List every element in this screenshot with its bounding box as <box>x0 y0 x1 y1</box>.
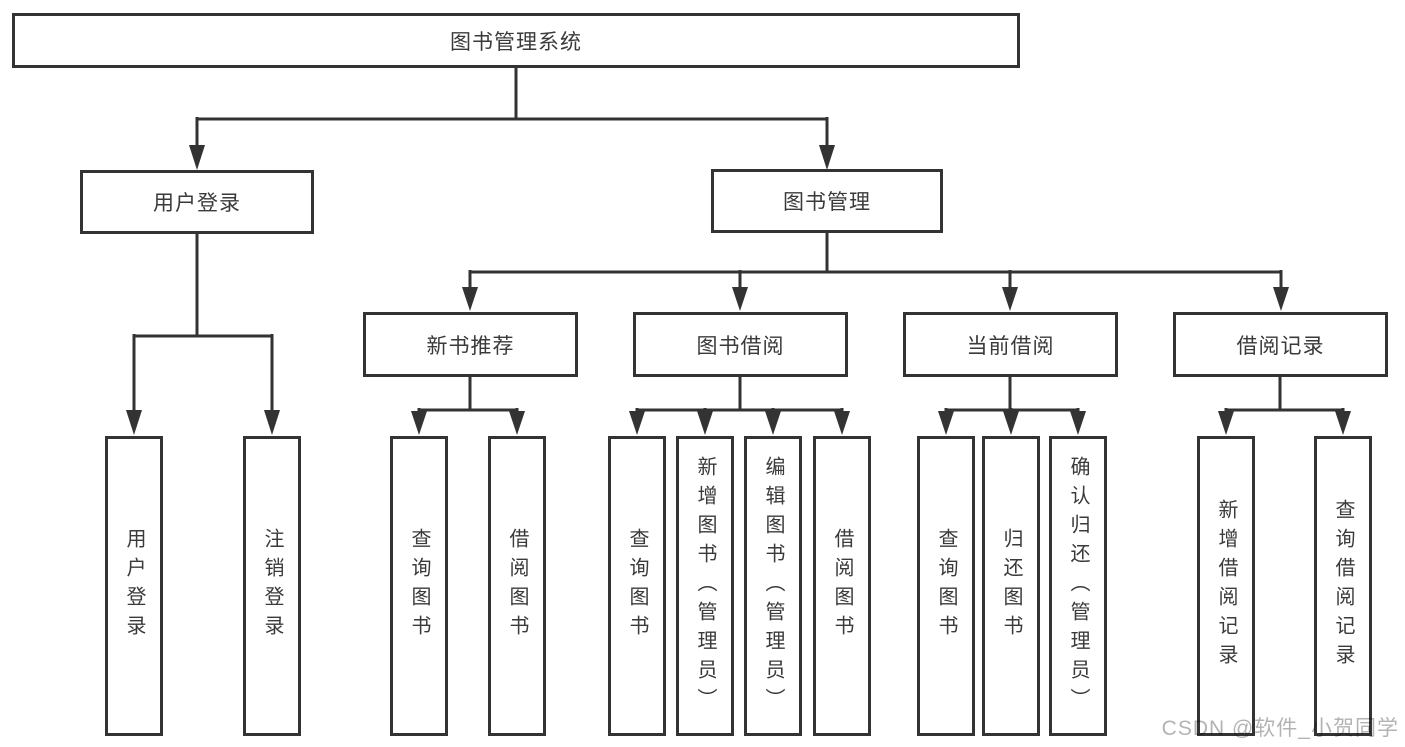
connector-borrow-records-to-leaves <box>1218 377 1351 435</box>
leaf-label: 编辑图书（管理员） <box>762 455 784 717</box>
node-label: 图书借阅 <box>696 334 785 358</box>
leaf-label: 确认归还（管理员） <box>1067 455 1089 717</box>
node-book-borrow: 图书借阅 <box>633 312 848 377</box>
leaf-label: 查询图书 <box>408 528 430 644</box>
connector-book-management-to-level3 <box>462 233 1289 311</box>
node-book-management: 图书管理 <box>711 169 943 233</box>
csdn-watermark: CSDN @软件_小贺同学 <box>1161 717 1399 740</box>
leaf-user-login: 用户登录 <box>105 436 163 736</box>
connector-user-login-to-leaves <box>126 234 280 435</box>
leaf-borrow-books: 借阅图书 <box>813 436 871 736</box>
node-library-management-system: 图书管理系统 <box>12 13 1020 68</box>
leaf-label: 归还图书 <box>1000 528 1022 644</box>
leaf-edit-books-admin: 编辑图书（管理员） <box>744 436 802 736</box>
leaf-label: 注销登录 <box>261 528 283 644</box>
leaf-query-books-recommend: 查询图书 <box>390 436 448 736</box>
connector-new-book-recommend-to-leaves <box>411 377 525 435</box>
leaf-label: 查询图书 <box>935 528 957 644</box>
node-user-login: 用户登录 <box>80 170 314 234</box>
leaf-label: 借阅图书 <box>831 528 853 644</box>
node-label: 图书管理 <box>783 191 871 214</box>
leaf-confirm-return-admin: 确认归还（管理员） <box>1049 436 1107 736</box>
leaf-label: 查询借阅记录 <box>1332 499 1354 673</box>
connector-book-borrow-to-leaves <box>629 377 850 435</box>
leaf-add-books-admin: 新增图书（管理员） <box>676 436 734 736</box>
node-label: 用户登录 <box>153 192 241 215</box>
leaf-logout: 注销登录 <box>243 436 301 736</box>
node-new-book-recommend: 新书推荐 <box>363 312 578 377</box>
leaf-label: 查询图书 <box>626 528 648 644</box>
leaf-add-borrow-record: 新增借阅记录 <box>1197 436 1255 736</box>
leaf-query-books-borrow: 查询图书 <box>608 436 666 736</box>
leaf-query-books-current: 查询图书 <box>917 436 975 736</box>
leaf-query-borrow-record: 查询借阅记录 <box>1314 436 1372 736</box>
leaf-label: 用户登录 <box>123 528 145 644</box>
leaf-borrow-books-recommend: 借阅图书 <box>488 436 546 736</box>
node-label: 借阅记录 <box>1236 334 1325 358</box>
node-label: 当前借阅 <box>966 334 1055 358</box>
leaf-label: 借阅图书 <box>506 528 528 644</box>
node-borrow-records: 借阅记录 <box>1173 312 1388 377</box>
connector-root-to-level2 <box>189 68 835 170</box>
node-label: 图书管理系统 <box>450 30 582 54</box>
node-current-borrow: 当前借阅 <box>903 312 1118 377</box>
leaf-return-books: 归还图书 <box>982 436 1040 736</box>
leaf-label: 新增借阅记录 <box>1215 499 1237 673</box>
connector-current-borrow-to-leaves <box>938 377 1086 435</box>
node-label: 新书推荐 <box>426 334 515 358</box>
leaf-label: 新增图书（管理员） <box>694 455 716 717</box>
